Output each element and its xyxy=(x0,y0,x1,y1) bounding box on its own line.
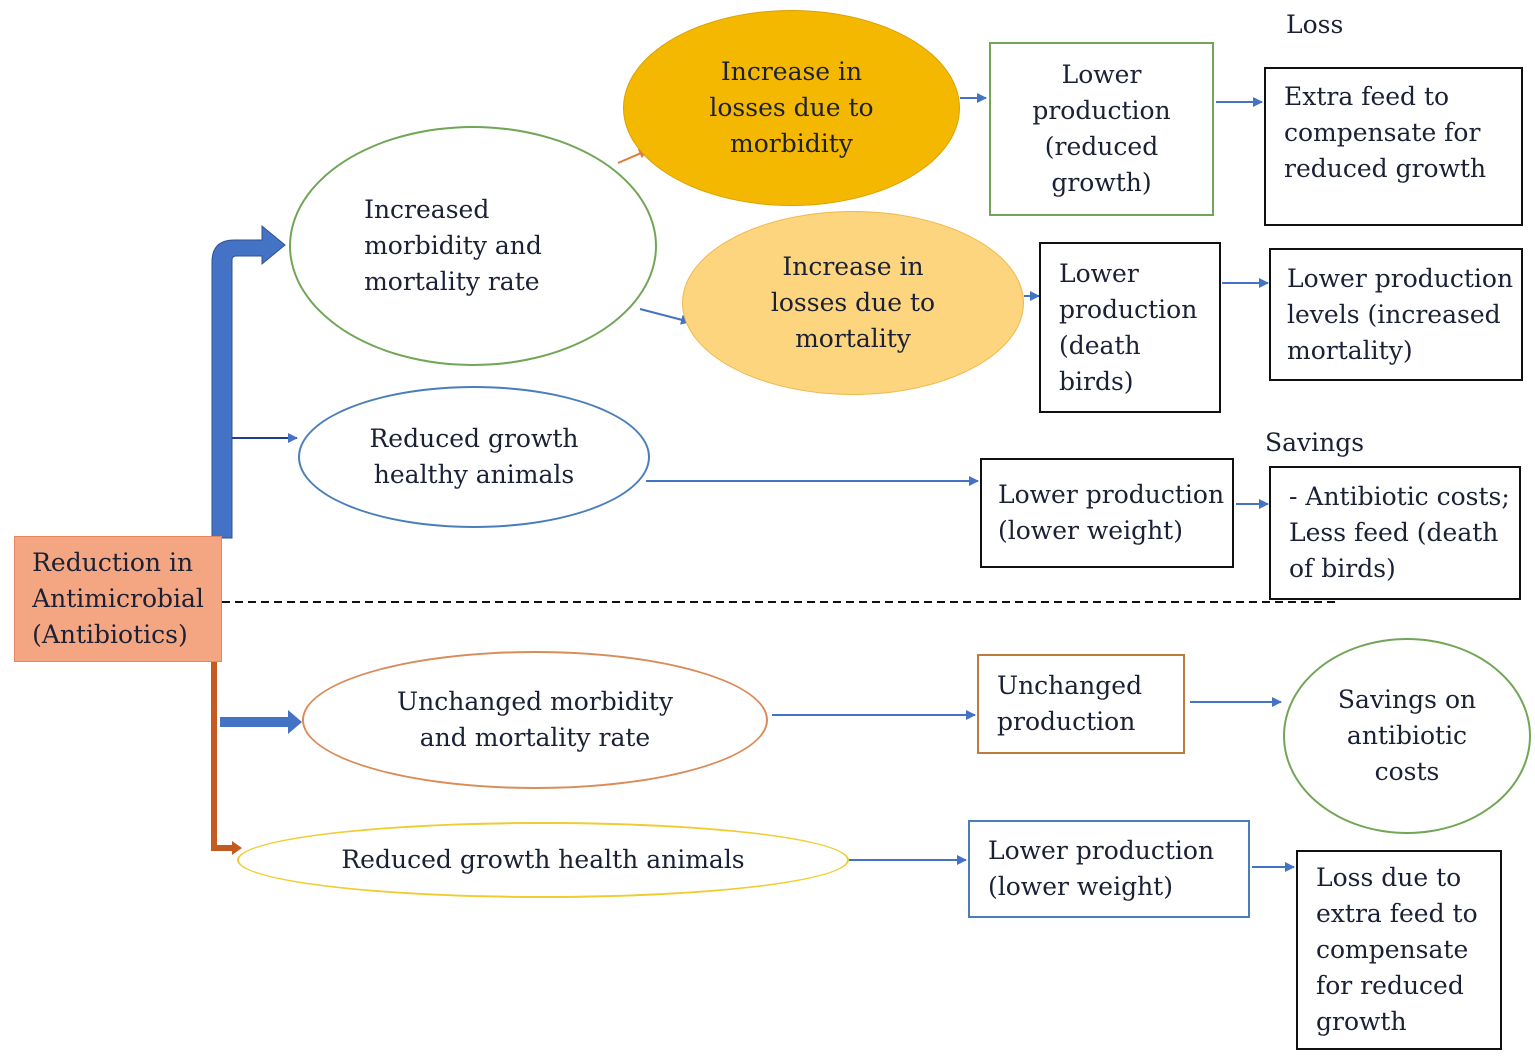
lower-prod-reduced-growth-label: Lower production (reduced growth) xyxy=(1032,60,1171,197)
thick-arrow-unchanged xyxy=(220,710,302,734)
box-extra-feed: Extra feed to compensate for reduced gro… xyxy=(1264,67,1523,226)
box-lower-prod-weight-2: Lower production (lower weight) xyxy=(968,820,1250,918)
ellipse-loss-mortality: Increase in losses due to mortality xyxy=(682,211,1024,395)
unchanged-production-label: Unchanged production xyxy=(997,671,1143,736)
savings-antibiotic-label: Savings on antibiotic costs xyxy=(1337,685,1477,786)
heading-loss: Loss xyxy=(1286,10,1344,39)
reduced-growth-health-label: Reduced growth health animals xyxy=(341,845,745,874)
lower-prod-death-label: Lower production (death birds) xyxy=(1059,258,1198,396)
ellipse-savings-antibiotic: Savings on antibiotic costs xyxy=(1283,638,1531,834)
orange-down-arrowhead xyxy=(232,841,242,855)
ellipse-reduced-growth-health: Reduced growth health animals xyxy=(237,822,849,898)
box-savings-detail: - Antibiotic costs; Less feed (death of … xyxy=(1269,466,1521,600)
ellipse-increased-morbidity: Increased morbidity and mortality rate xyxy=(289,126,657,366)
lower-prod-levels-label: Lower production levels (increased morta… xyxy=(1287,263,1514,365)
ellipse-unchanged-morbidity: Unchanged morbidity and mortality rate xyxy=(302,651,768,789)
savings-detail-label: - Antibiotic costs; Less feed (death of … xyxy=(1289,482,1510,583)
extra-feed-label: Extra feed to compensate for reduced gro… xyxy=(1284,82,1487,183)
thick-arrow-up xyxy=(211,224,286,539)
reduced-growth-healthy-label: Reduced growth healthy animals xyxy=(369,424,579,489)
increased-morbidity-label: Increased morbidity and mortality rate xyxy=(364,195,542,296)
loss-morbidity-label: Increase in losses due to morbidity xyxy=(709,57,874,158)
box-lower-prod-levels: Lower production levels (increased morta… xyxy=(1269,248,1523,381)
source-label: Reduction in Antimicrobial (Antibiotics) xyxy=(32,548,204,649)
orange-down-connector xyxy=(211,660,236,851)
lower-prod-weight-1-label: Lower production (lower weight) xyxy=(998,480,1225,545)
heading-savings: Savings xyxy=(1265,428,1365,457)
arrow-morbidity-to-loss-mortality xyxy=(639,308,691,325)
box-lower-prod-death: Lower production (death birds) xyxy=(1039,242,1221,413)
loss-extra-feed-label: Loss due to extra feed to compensate for… xyxy=(1316,863,1478,1036)
box-unchanged-production: Unchanged production xyxy=(977,654,1185,754)
source-reduction-antimicrobial: Reduction in Antimicrobial (Antibiotics) xyxy=(14,536,222,662)
box-loss-extra-feed: Loss due to extra feed to compensate for… xyxy=(1296,850,1502,1050)
lower-prod-weight-2-label: Lower production (lower weight) xyxy=(988,836,1215,901)
loss-mortality-label: Increase in losses due to mortality xyxy=(770,252,936,353)
unchanged-morbidity-label: Unchanged morbidity and mortality rate xyxy=(397,687,673,752)
box-lower-prod-weight-1: Lower production (lower weight) xyxy=(980,458,1234,568)
ellipse-loss-morbidity: Increase in losses due to morbidity xyxy=(623,10,960,206)
ellipse-reduced-growth-healthy: Reduced growth healthy animals xyxy=(298,386,650,528)
box-lower-prod-reduced-growth: Lower production (reduced growth) xyxy=(989,42,1214,216)
